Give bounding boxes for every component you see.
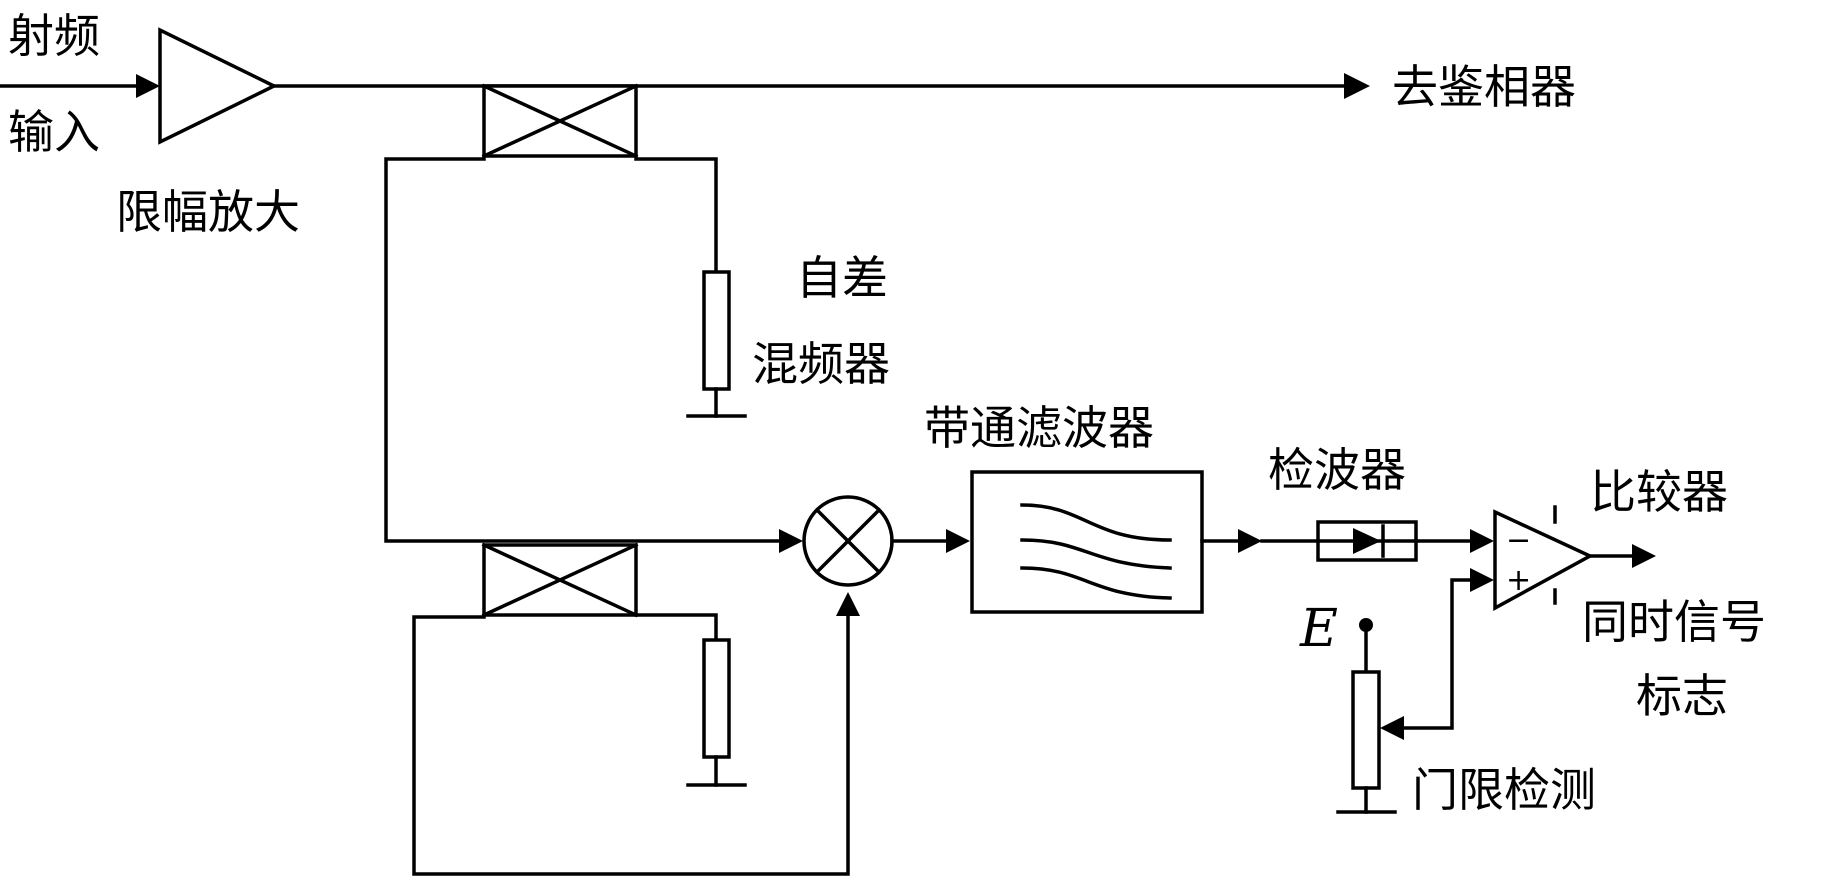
- coupler-top-termination: [634, 157, 747, 418]
- comparator-minus-sign: −: [1506, 523, 1531, 558]
- detector-to-comparator-line: [1414, 529, 1494, 553]
- mixer-to-filter-line: [890, 529, 970, 553]
- threshold-to-comparator-line: [1380, 568, 1494, 740]
- detector-diode-box: [1316, 520, 1418, 562]
- label-sync-flag-1: 同时信号: [1582, 595, 1766, 649]
- delay-loop-path: [412, 592, 860, 876]
- label-voltage-e: E: [1299, 599, 1338, 659]
- mixer-symbol: [802, 495, 894, 587]
- limiting-amplifier-triangle: [158, 27, 278, 145]
- label-self-mixer-2: 混频器: [752, 337, 890, 391]
- label-rf-input-1: 射频: [8, 9, 100, 63]
- comparator-plus-sign: +: [1506, 563, 1531, 598]
- rf-input-line: [0, 74, 160, 98]
- coupled-path-to-mixer: [384, 157, 803, 553]
- coupler-bottom-termination: [634, 613, 747, 787]
- label-comparator: 比较器: [1590, 465, 1728, 519]
- main-signal-line: [272, 73, 1370, 99]
- threshold-potentiometer: [1336, 618, 1397, 814]
- label-bandpass-filter: 带通滤波器: [924, 401, 1154, 455]
- directional-coupler-bottom: [481, 542, 639, 618]
- comparator-output-line: [1588, 544, 1656, 568]
- comparator-triangle: [1493, 509, 1594, 611]
- label-detector: 检波器: [1268, 443, 1406, 497]
- filter-to-detector-line: [1200, 529, 1320, 553]
- label-rf-input-2: 输入: [8, 105, 100, 159]
- directional-coupler-top: [481, 83, 639, 159]
- label-sync-flag-2: 标志: [1636, 669, 1728, 723]
- label-limiting-amp: 限幅放大: [116, 185, 300, 239]
- label-threshold-detect: 门限检测: [1412, 763, 1596, 817]
- label-self-mixer-1: 自差: [796, 251, 888, 305]
- bandpass-filter-box: [970, 470, 1204, 614]
- label-to-phase-detector: 去鉴相器: [1392, 60, 1576, 114]
